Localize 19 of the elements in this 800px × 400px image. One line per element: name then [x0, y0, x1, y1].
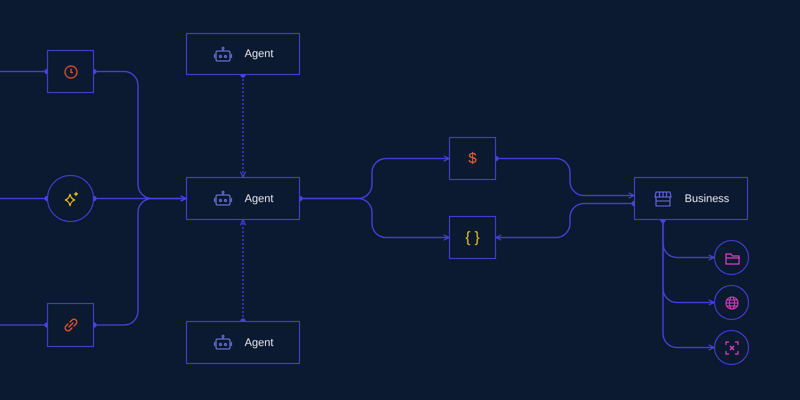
symbol-label: { } — [465, 229, 480, 246]
node-label: Business — [684, 192, 730, 204]
circle-node — [714, 240, 749, 275]
icon-box — [47, 50, 94, 93]
icon-box — [47, 303, 94, 347]
process-box — [186, 177, 300, 220]
node-label: Agent — [244, 48, 274, 60]
symbol-label: $ — [468, 150, 477, 167]
process-box — [634, 177, 748, 220]
node-label: Agent — [244, 336, 274, 348]
process-box — [186, 321, 300, 364]
circle-node — [47, 175, 94, 222]
circle-node — [714, 330, 749, 365]
circle-node — [714, 285, 749, 320]
process-box — [449, 137, 496, 180]
process-box — [186, 33, 300, 75]
node-label: Agent — [244, 192, 274, 204]
dashed-connector — [240, 219, 246, 324]
process-box — [449, 216, 496, 259]
